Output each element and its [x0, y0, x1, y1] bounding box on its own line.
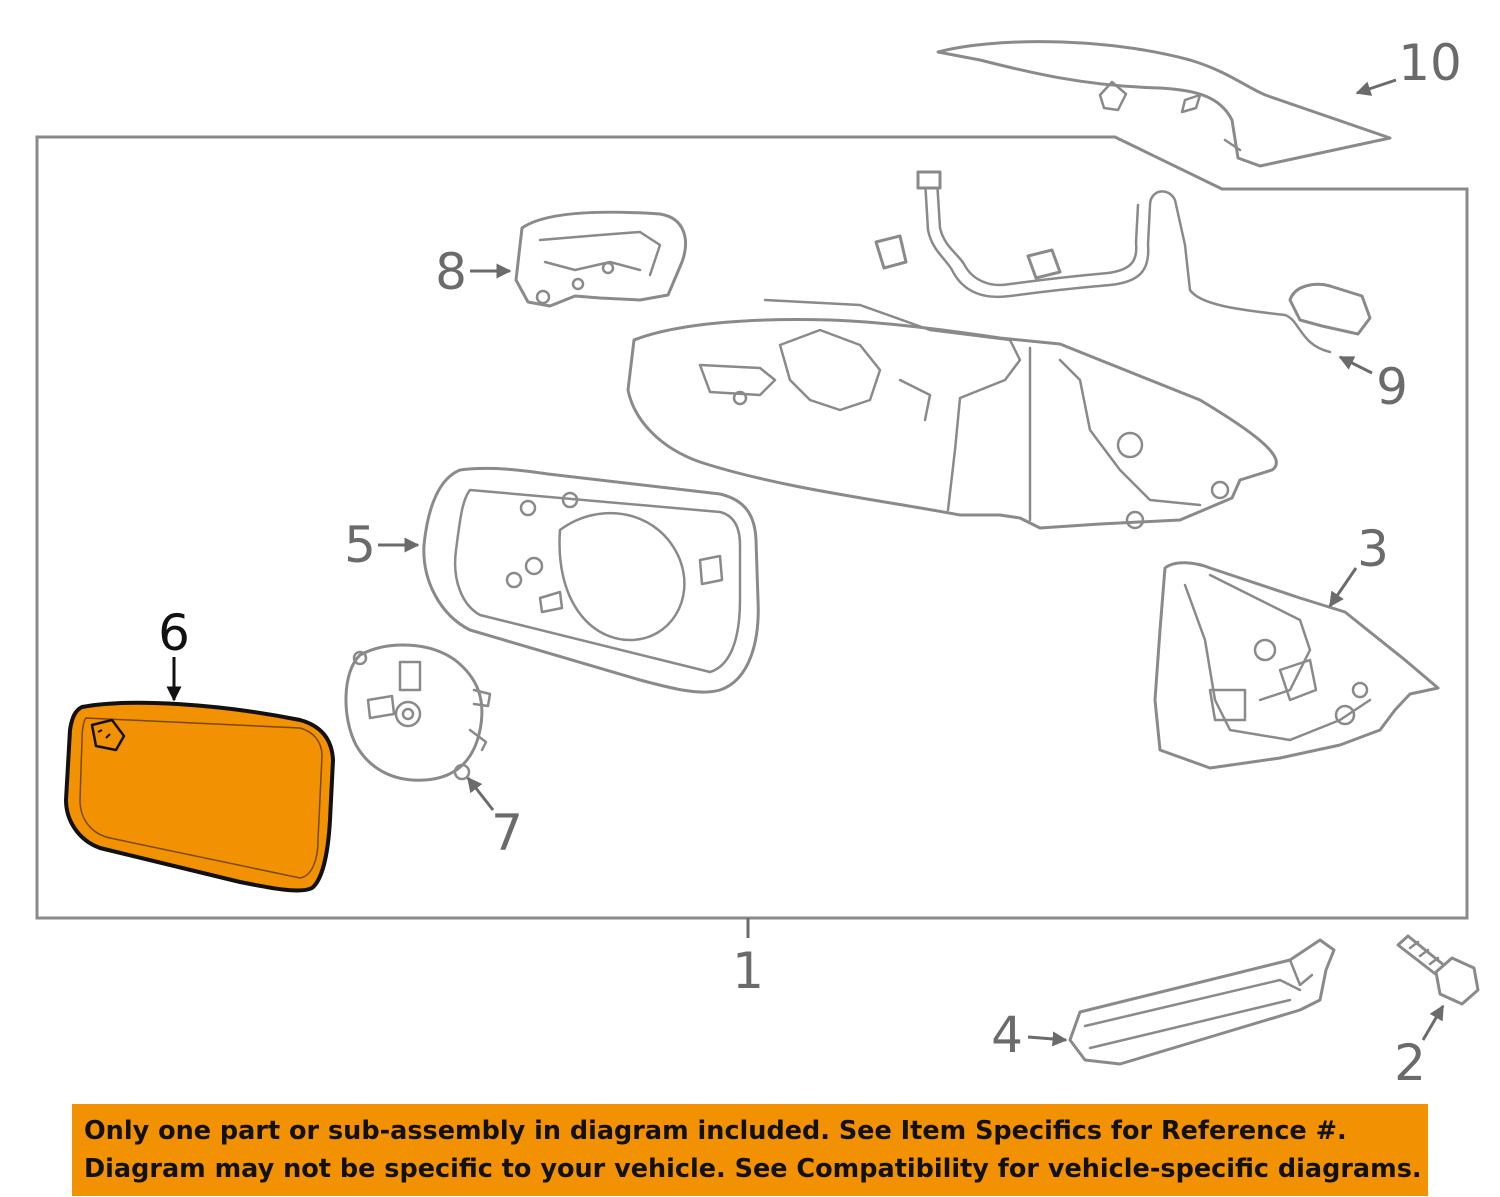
callout-1: 1: [732, 942, 764, 1000]
part-2-screw: [1396, 934, 1480, 1006]
part-4-signal-lamp: [1068, 938, 1336, 1066]
disclaimer-line-2: Diagram may not be specific to your vehi…: [84, 1154, 1422, 1184]
leader-2: [1421, 1004, 1445, 1041]
callout-7: 7: [491, 804, 523, 862]
callout-8: 8: [435, 243, 467, 301]
disclaimer-banner: Only one part or sub-assembly in diagram…: [72, 1104, 1428, 1196]
callout-10: 10: [1398, 34, 1462, 92]
leader-10: [1355, 78, 1397, 96]
callout-6: 6: [158, 604, 190, 662]
part-10-cover: [936, 40, 1392, 168]
callout-4: 4: [991, 1006, 1023, 1064]
part-7-actuator: [344, 643, 492, 782]
leader-7: [466, 776, 495, 811]
main-housing: [626, 298, 1278, 530]
callout-2: 2: [1394, 1034, 1426, 1092]
part-8-bracket: [514, 210, 687, 308]
part-9-harness: [874, 170, 1372, 354]
leader-9: [1338, 355, 1373, 375]
leader-3: [1328, 567, 1358, 608]
callout-9: 9: [1376, 358, 1408, 416]
heated-mirror-icon: [97, 729, 111, 739]
leader-4: [1027, 1031, 1068, 1047]
exploded-parts-diagram: 1 2 3 4 5 6 7 8 9 10: [35, 34, 1480, 1092]
callout-5: 5: [344, 516, 376, 574]
part-5-frame: [422, 466, 760, 694]
assembly-frame: [35, 135, 1469, 920]
callout-3: 3: [1357, 520, 1389, 578]
disclaimer-line-1: Only one part or sub-assembly in diagram…: [84, 1116, 1347, 1146]
part-3-lower-housing: [1153, 561, 1440, 770]
part-6-mirror-glass: [64, 700, 335, 893]
